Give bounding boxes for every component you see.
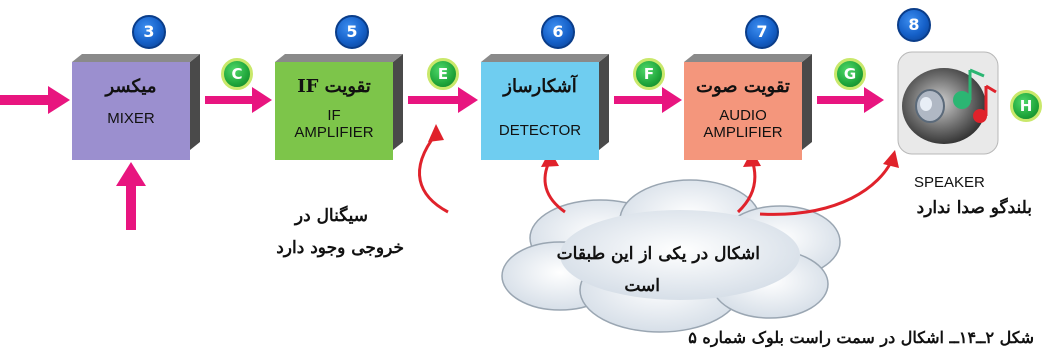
signal-annotation-line1: سیگنال در — [294, 206, 368, 226]
input-arrow — [0, 86, 70, 114]
oscillator-arrow — [116, 162, 146, 230]
cloud-text-line1: اشکال در یکی از این طبقات — [556, 244, 760, 264]
arrow-audio-to-speaker — [817, 87, 884, 113]
block-audio-amplifier: تقویت صوت AUDIO AMPLIFIER — [684, 62, 802, 160]
block-detector: آشکارساز DETECTOR — [481, 62, 599, 160]
test-point-e: E — [427, 58, 459, 90]
block-if-amplifier: تقویت IF IF AMPLIFIER — [275, 62, 393, 160]
block-mixer-title-fa: میکسر — [105, 76, 157, 97]
red-arrow-to-detector — [543, 159, 566, 214]
block-mixer: میکسر MIXER — [72, 62, 190, 160]
block-if-title-fa: تقویت IF — [297, 76, 371, 97]
block-detector-title-fa: آشکارساز — [503, 76, 577, 97]
test-point-c: C — [221, 58, 253, 90]
block-detector-title-en: DETECTOR — [498, 122, 582, 139]
arrow-mixer-to-if — [205, 87, 272, 113]
block-number-badge: 6 — [541, 15, 575, 49]
block-if-title-en-1: IF — [327, 107, 341, 124]
cloud-shape — [501, 179, 841, 333]
block-audio-title-en-1: AUDIO — [719, 107, 767, 124]
speaker-label-en: SPEAKER — [914, 174, 985, 191]
block-audio-title-en-2: AMPLIFIER — [703, 124, 783, 141]
arrow-if-to-detector — [408, 87, 478, 113]
test-point-f: F — [633, 58, 665, 90]
block-number-badge: 7 — [745, 15, 779, 49]
signal-annotation-line2: خروجی وجود دارد — [276, 238, 404, 258]
test-point-g: G — [834, 58, 866, 90]
speaker-label-fa: بلندگو صدا ندارد — [916, 198, 1032, 218]
block-if-title-en-2: AMPLIFIER — [294, 124, 374, 141]
block-mixer-title-en: MIXER — [107, 110, 155, 127]
arrow-detector-to-audio — [614, 87, 682, 113]
red-arrow-to-if-output — [418, 133, 449, 214]
speaker-icon — [897, 51, 999, 155]
block-number-badge: 3 — [132, 15, 166, 49]
block-audio-title-fa: تقویت صوت — [696, 76, 790, 97]
figure-caption: شکل ۲ــ۱۴ــ اشکال در سمت راست بلوک شماره… — [688, 328, 1034, 347]
cloud-text-line2: است — [624, 276, 660, 296]
red-arrow-to-speaker — [759, 159, 894, 216]
block-number-badge: 5 — [335, 15, 369, 49]
speaker-number-badge: 8 — [897, 8, 931, 42]
block-sides — [72, 54, 812, 150]
signal-arrows — [0, 86, 884, 230]
test-point-h: H — [1010, 90, 1042, 122]
